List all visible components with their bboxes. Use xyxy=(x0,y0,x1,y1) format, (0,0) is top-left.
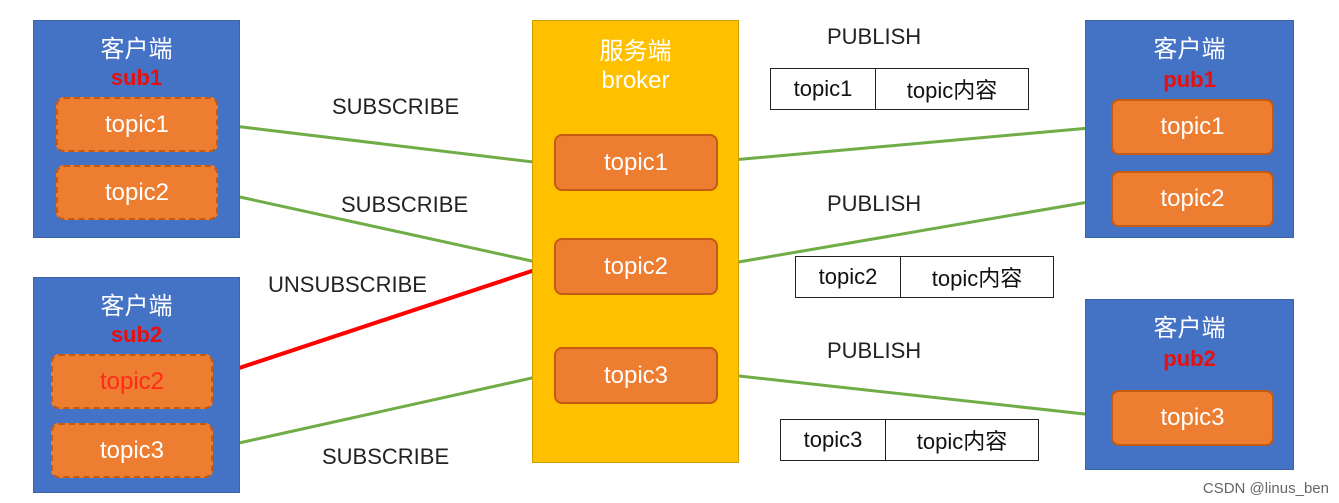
broker-server: 服务端 broker topic1 topic2 topic3 xyxy=(532,20,739,463)
client-pub1: 客户端 pub1 topic1 topic2 xyxy=(1085,20,1294,238)
watermark: CSDN @linus_ben xyxy=(1202,480,1329,497)
publish-label: PUBLISH xyxy=(827,338,922,363)
client-pub2: 客户端 pub2 topic3 xyxy=(1085,299,1294,470)
message-topic: topic2 xyxy=(796,257,901,297)
publish-label: PUBLISH xyxy=(827,191,922,216)
topic-box: topic1 xyxy=(1111,99,1274,155)
client-title: 客户端 xyxy=(100,292,173,320)
message-topic: topic3 xyxy=(781,420,886,460)
publish-arrow-pub2-topic3 xyxy=(719,369,1113,419)
publish-arrow-pub1-topic2 xyxy=(719,196,1113,269)
topic-box: topic2 xyxy=(56,165,218,220)
message-content: topic内容 xyxy=(906,78,998,103)
unsubscribe-label: UNSUBSCRIBE xyxy=(268,272,427,297)
client-sub2: 客户端 sub2 topic2 topic3 xyxy=(33,277,240,493)
publish-message: topic2 topic内容 xyxy=(795,256,1054,298)
message-topic: topic1 xyxy=(771,69,876,109)
broker-topic: topic2 xyxy=(554,238,718,295)
subscribe-arrow-sub2-topic3 xyxy=(211,370,552,451)
publish-arrow-pub1-topic1 xyxy=(719,124,1113,166)
client-name: pub2 xyxy=(1163,346,1216,371)
broker-subtitle: broker xyxy=(601,67,670,94)
broker-topic: topic3 xyxy=(554,347,718,404)
topic-box: topic3 xyxy=(51,423,213,478)
topic-box: topic3 xyxy=(1111,390,1274,446)
topic-box: topic2 xyxy=(51,354,213,409)
message-content: topic内容 xyxy=(931,266,1023,291)
publish-message: topic1 topic内容 xyxy=(770,68,1029,110)
client-title: 客户端 xyxy=(1153,35,1226,63)
client-name: pub1 xyxy=(1163,67,1216,92)
broker-title: 服务端 xyxy=(599,37,672,65)
client-title: 客户端 xyxy=(100,35,173,63)
client-name: sub2 xyxy=(110,322,163,347)
message-content: topic内容 xyxy=(916,429,1008,454)
subscribe-label: SUBSCRIBE xyxy=(341,192,469,217)
broker-topic: topic1 xyxy=(554,134,718,191)
publish-message: topic3 topic内容 xyxy=(780,419,1039,461)
subscribe-label: SUBSCRIBE xyxy=(332,94,460,119)
topic-box: topic2 xyxy=(1111,171,1274,227)
publish-label: PUBLISH xyxy=(827,24,922,49)
subscribe-arrow-sub1-topic1 xyxy=(216,122,552,169)
unsubscribe-arrow-sub2-topic2 xyxy=(211,262,552,379)
topic-box: topic1 xyxy=(56,97,218,152)
subscribe-label: SUBSCRIBE xyxy=(322,444,450,469)
client-title: 客户端 xyxy=(1153,314,1226,342)
client-sub1: 客户端 sub1 topic1 topic2 xyxy=(33,20,240,238)
client-name: sub1 xyxy=(110,65,163,90)
subscribe-arrow-sub1-topic2 xyxy=(216,190,552,269)
